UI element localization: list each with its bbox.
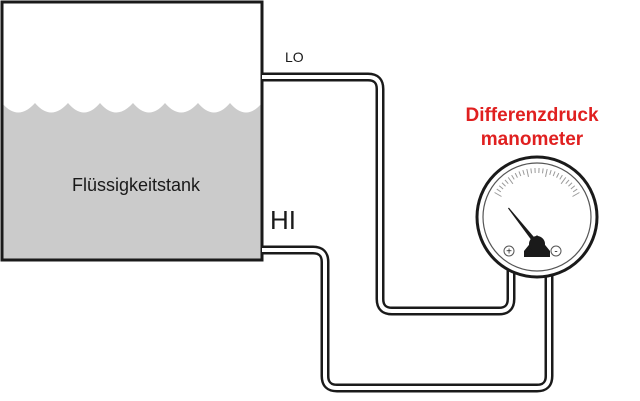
minus-port-marker xyxy=(550,245,562,257)
gauge-scale-ticks xyxy=(494,168,580,197)
gauge-tick xyxy=(559,174,563,180)
gauge-tick xyxy=(530,168,532,174)
hi-tube xyxy=(262,245,554,393)
gauge-tick xyxy=(504,179,509,185)
plus-port-marker xyxy=(503,245,515,257)
gauge-tick xyxy=(518,171,522,177)
lo-port-label: LO xyxy=(285,49,304,65)
plus-port-label: + xyxy=(506,247,512,258)
differential-gauge: + - xyxy=(475,155,599,279)
gauge-tick xyxy=(514,172,518,178)
gauge-hub xyxy=(529,236,545,252)
gauge-tick xyxy=(560,177,567,185)
gauge-tick xyxy=(511,174,515,180)
hi-port-label: HI xyxy=(270,205,296,235)
gauge-tick xyxy=(572,188,578,193)
gauge-title-line1: Differenzdruck xyxy=(465,105,598,126)
gauge-tick xyxy=(552,171,556,177)
gauge-tick xyxy=(522,169,525,176)
gauge-tick xyxy=(565,179,570,185)
gauge-tick xyxy=(501,182,506,187)
gauge-tick xyxy=(572,192,580,197)
gauge-tick xyxy=(498,185,504,190)
gauge-tick xyxy=(549,169,552,176)
gauge-needle xyxy=(507,207,539,246)
gauge-tick xyxy=(496,188,502,193)
gauge-tick xyxy=(507,177,514,185)
tank-label: Flüssigkeitstank xyxy=(72,175,201,195)
gauge-tick xyxy=(568,182,573,187)
gauge-tick xyxy=(526,168,529,178)
gauge-tick xyxy=(570,185,576,190)
gauge-tick xyxy=(556,172,560,178)
gauge-tick xyxy=(545,168,548,178)
tank-wall xyxy=(0,0,264,262)
gauge-inner-ring xyxy=(482,162,592,272)
gauge-title-line2: manometer xyxy=(481,129,584,150)
gauge-tick xyxy=(542,168,544,174)
gauge-tick xyxy=(494,192,502,197)
tank-liquid xyxy=(2,103,262,260)
minus-port-label: - xyxy=(554,247,557,258)
lo-tube xyxy=(262,72,516,316)
